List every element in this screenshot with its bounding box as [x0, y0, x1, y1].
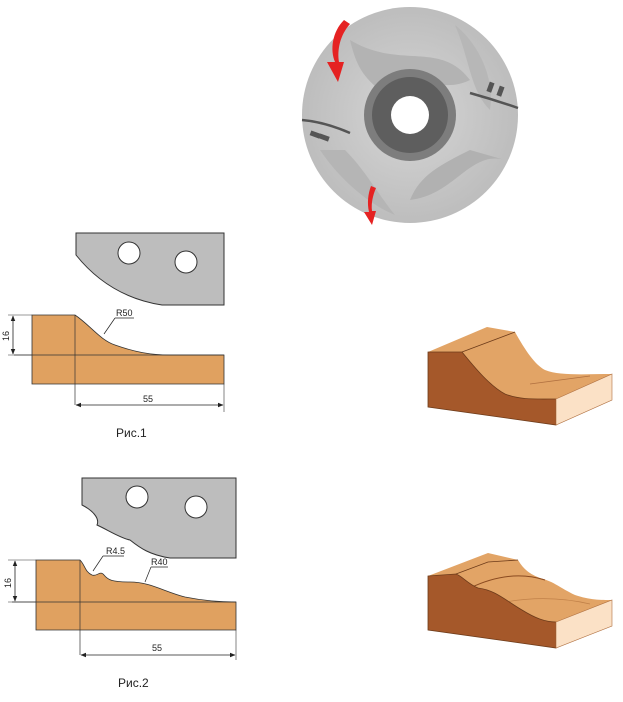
rotation-arrow-icon: [327, 20, 350, 82]
wood-top-surface: [428, 553, 612, 622]
wood-edge: [529, 375, 591, 385]
width-label: 55: [152, 643, 162, 653]
mount-hole: [125, 485, 149, 509]
radius-leader: [92, 555, 104, 572]
wood-side-face: [427, 573, 557, 649]
wood-edge: [469, 575, 546, 589]
radius-leader: [144, 566, 152, 583]
wood-end-face: [555, 373, 613, 426]
wood-profile-3d-icon: [427, 327, 613, 426]
figure-2: 16 55 R4.5 R40: [3, 477, 237, 660]
flute: [320, 150, 395, 215]
mount-hole: [174, 250, 198, 274]
figure-2-caption: Рис.2: [118, 676, 149, 690]
wood-top-surface: [428, 327, 612, 400]
flute: [350, 40, 470, 90]
wood-edge: [455, 559, 519, 575]
screw-icon: [309, 81, 505, 142]
rotation-arrow-icon: [364, 186, 376, 225]
knife-blade-icon: [75, 232, 225, 306]
radius-large-label: R40: [151, 557, 168, 567]
radius-small-label: R4.5: [106, 546, 125, 556]
knife-slot: [469, 91, 519, 110]
mount-hole: [117, 241, 141, 265]
flute: [410, 150, 505, 200]
width-label: 55: [143, 394, 153, 404]
figure-1-caption: Рис.1: [116, 426, 147, 440]
mount-hole: [184, 495, 208, 519]
wood-end-face: [555, 599, 613, 649]
flute: [455, 25, 491, 110]
wood-edge: [461, 331, 516, 353]
knife-slot: [301, 118, 351, 135]
height-label: 16: [1, 331, 11, 341]
wood-profile-3d-icon: [427, 553, 613, 649]
radius-label: R50: [116, 308, 133, 318]
cutter-bore: [391, 96, 429, 134]
height-label: 16: [3, 578, 13, 588]
figure-1: 16 55 R50: [1, 232, 225, 412]
wood-profile: [35, 559, 237, 631]
radius-leader: [103, 317, 116, 335]
wood-profile: [31, 314, 225, 385]
cutter-head-icon: [301, 7, 519, 225]
